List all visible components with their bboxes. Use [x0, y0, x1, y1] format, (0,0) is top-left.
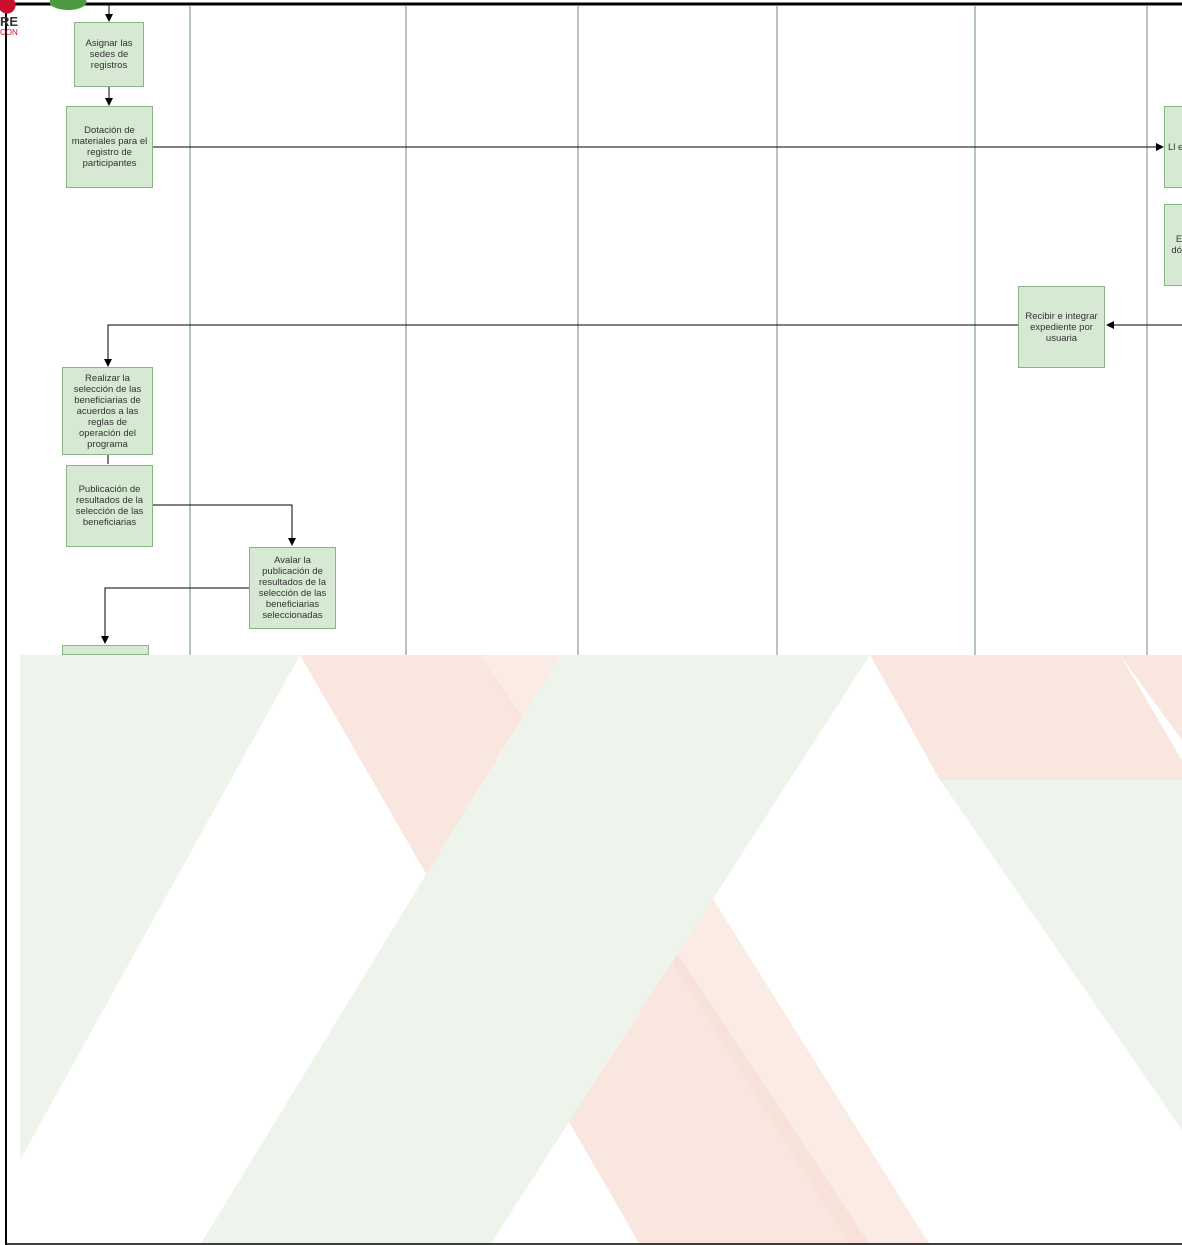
logo-green-shape [50, 0, 87, 10]
process-box-publicacion: Publicación de resultados de la selecció… [66, 465, 153, 547]
box-label: Recibir e integrar expediente por usuari… [1022, 311, 1101, 344]
connector-arrow [153, 505, 292, 545]
box-label: Dotación de materiales para el registro … [70, 125, 149, 169]
process-box-partial [62, 645, 149, 655]
process-box-dotacion: Dotación de materiales para el registro … [66, 106, 153, 188]
process-box-realizar: Realizar la selección de las beneficiari… [62, 367, 153, 455]
box-label: Avalar la publicación de resultados de l… [253, 555, 332, 621]
box-label: Asignar las sedes de registros [78, 38, 140, 71]
logo-text-main: RE [0, 14, 18, 29]
connector-arrow [105, 588, 249, 643]
process-box-right-top: Ll en [1164, 106, 1182, 188]
process-box-avalar: Avalar la publicación de resultados de l… [249, 547, 336, 629]
connector-arrow [108, 325, 1018, 366]
process-box-recibir: Recibir e integrar expediente por usuari… [1018, 286, 1105, 368]
logo-red-shape [0, 0, 16, 14]
box-label: Ll en [1168, 142, 1182, 153]
process-box-right-mid: E dóc [1164, 204, 1182, 286]
box-label: Publicación de resultados de la selecció… [70, 484, 149, 528]
logo-text-sub: CON [0, 28, 18, 37]
box-label: E dóc [1168, 234, 1182, 256]
box-label: Realizar la selección de las beneficiari… [66, 373, 149, 450]
